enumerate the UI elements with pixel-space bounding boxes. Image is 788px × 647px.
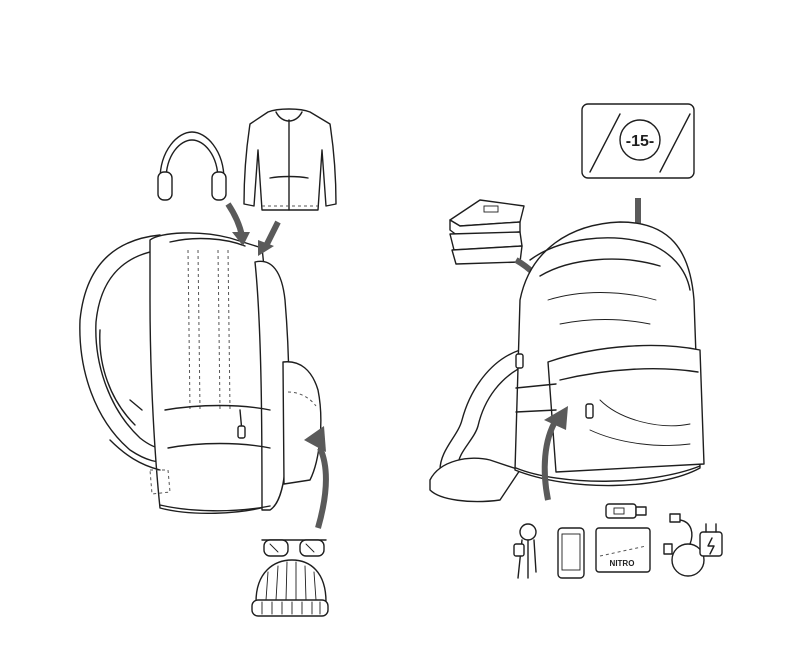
charger-icon (699, 523, 723, 557)
powerbank-brand: NITRO (610, 559, 635, 568)
phone-icon (557, 527, 585, 579)
cable-icon (663, 513, 705, 577)
keys-icon (513, 523, 537, 579)
arrow-down-left-2 (258, 220, 281, 256)
right-backpack (429, 221, 705, 503)
books-icon (449, 199, 525, 265)
voucher-label: -15- (626, 133, 654, 150)
sunglasses-icon (261, 539, 327, 557)
jacket-icon (243, 108, 337, 211)
arrow-down-left-1 (225, 202, 250, 246)
usb-stick-icon (605, 503, 647, 519)
beanie-icon (251, 559, 329, 617)
arrow-curve-up-left (304, 426, 329, 529)
powerbank-icon: NITRO (595, 527, 651, 573)
arrow-curve-up-right (541, 406, 568, 501)
headphones-icon (157, 131, 227, 201)
left-backpack (79, 232, 322, 515)
voucher-card: -15- (581, 103, 695, 179)
